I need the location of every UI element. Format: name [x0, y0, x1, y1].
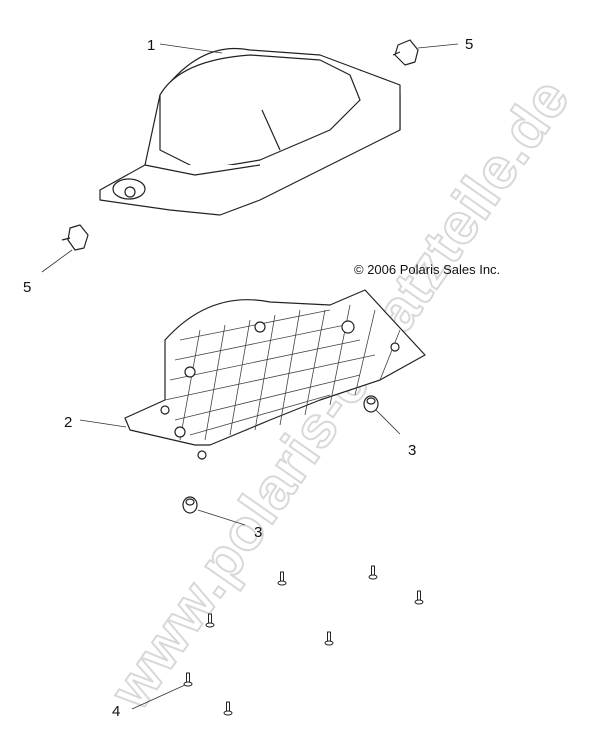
part-grommet-left: [182, 496, 198, 514]
callout-2: 2: [64, 414, 73, 431]
leader-lines: [41, 43, 459, 710]
callout-5-lower: 5: [23, 279, 32, 296]
part-storage-tray: [124, 289, 426, 460]
part-storage-cover: [99, 47, 401, 216]
callout-3-left: 3: [254, 524, 263, 541]
callout-1: 1: [147, 37, 156, 54]
copyright-notice: © 2006 Polaris Sales Inc.: [354, 262, 501, 277]
part-screws: [183, 565, 424, 716]
callout-5-upper: 5: [465, 36, 474, 53]
callout-3-right: 3: [408, 442, 417, 459]
part-latch-upper: [392, 39, 419, 66]
part-grommet-right: [363, 395, 379, 413]
callout-4: 4: [112, 703, 121, 720]
part-latch-lower: [61, 224, 89, 251]
